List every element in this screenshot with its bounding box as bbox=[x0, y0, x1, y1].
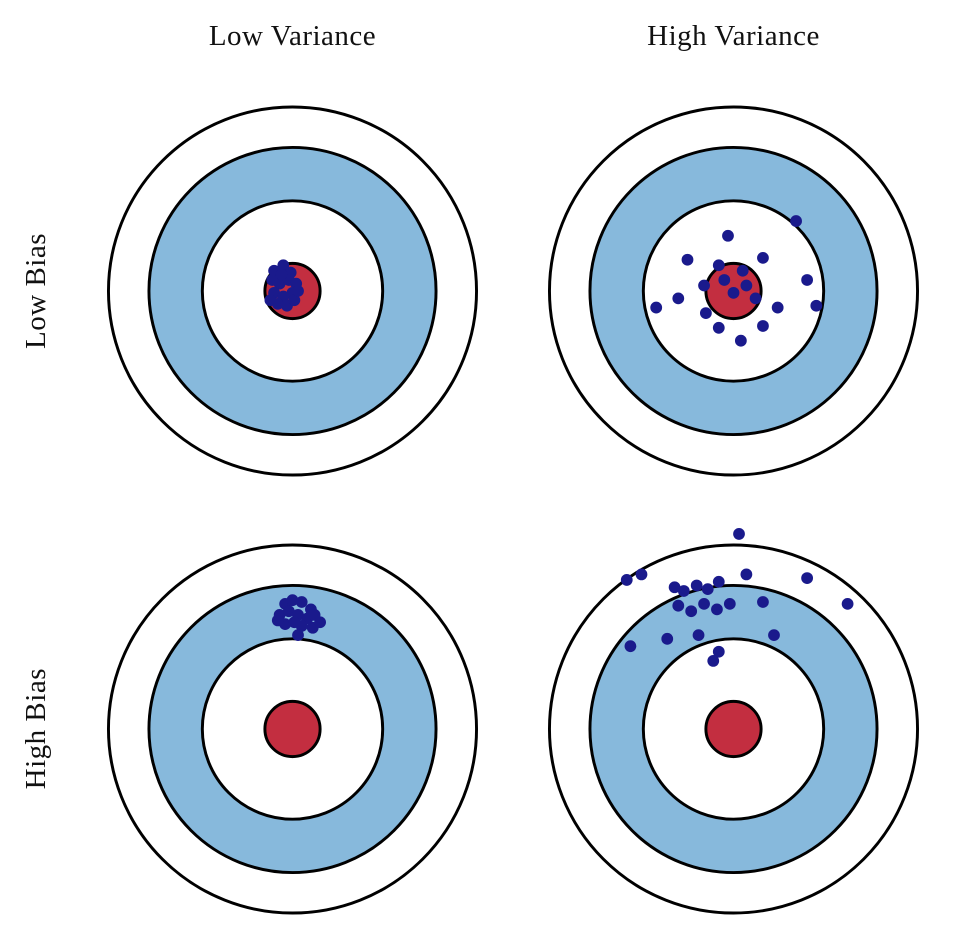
row-header-high-bias: High Bias bbox=[0, 510, 72, 948]
hit-dot bbox=[736, 264, 749, 277]
hit-dot bbox=[271, 614, 284, 627]
hit-dot bbox=[727, 286, 740, 299]
hit-dot bbox=[292, 629, 304, 642]
hit-dot bbox=[672, 292, 685, 305]
column-header-high-variance: High Variance bbox=[647, 19, 820, 52]
target-panel-low-bias-high-variance bbox=[513, 72, 954, 510]
hit-dot bbox=[810, 299, 823, 312]
hit-dot bbox=[681, 253, 694, 266]
hit-dot bbox=[292, 285, 304, 297]
hit-dot bbox=[712, 259, 725, 272]
target-high-bias-low-variance bbox=[106, 543, 479, 915]
hit-dot bbox=[650, 301, 663, 314]
grid-corner-spacer bbox=[0, 0, 72, 72]
hit-dot bbox=[264, 294, 277, 307]
hit-dot bbox=[712, 321, 725, 334]
hit-dot bbox=[757, 251, 769, 264]
hit-dot bbox=[701, 583, 714, 596]
hit-dot bbox=[749, 292, 762, 305]
hit-dot bbox=[712, 575, 725, 588]
target-panel-high-bias-high-variance bbox=[513, 510, 954, 948]
column-header-low-variance: Low Variance bbox=[208, 19, 377, 52]
target-panel-low-bias-low-variance bbox=[72, 72, 513, 510]
hit-dot bbox=[700, 307, 712, 319]
hit-dot bbox=[723, 597, 736, 610]
hit-dot bbox=[668, 581, 681, 594]
hit-dot bbox=[841, 597, 854, 610]
hit-dot bbox=[620, 574, 633, 586]
hit-dot bbox=[733, 528, 745, 540]
row-header-low-bias: Low Bias bbox=[0, 72, 72, 510]
hit-dot bbox=[677, 585, 690, 597]
target-panel-high-bias-low-variance bbox=[72, 510, 513, 948]
hit-dot bbox=[722, 229, 734, 242]
hit-dot bbox=[740, 279, 753, 292]
hit-dot bbox=[698, 279, 710, 292]
hit-dot bbox=[771, 301, 784, 314]
hit-dot bbox=[698, 597, 710, 610]
hit-dot bbox=[295, 596, 308, 608]
hit-dot bbox=[757, 596, 769, 608]
hit-dot bbox=[275, 268, 288, 281]
hit-dot bbox=[740, 568, 753, 581]
hit-dot bbox=[734, 334, 747, 347]
hit-dot bbox=[711, 603, 723, 616]
hit-dot bbox=[273, 277, 286, 290]
hit-dot bbox=[768, 629, 780, 642]
hit-dot bbox=[790, 215, 802, 227]
hit-dot bbox=[801, 274, 814, 286]
hit-dot bbox=[712, 645, 725, 658]
hit-dot bbox=[661, 632, 674, 645]
hit-dot bbox=[288, 294, 301, 307]
row-label-high-bias: High Bias bbox=[19, 668, 52, 790]
hit-dot bbox=[801, 572, 814, 584]
hit-dot bbox=[277, 259, 290, 272]
target-high-bias-high-variance bbox=[547, 528, 920, 915]
hit-dot bbox=[624, 640, 637, 653]
hit-dot bbox=[295, 620, 308, 632]
hit-dot bbox=[707, 655, 720, 667]
hit-dot bbox=[672, 599, 685, 612]
hit-dot bbox=[314, 616, 326, 629]
hit-dot bbox=[690, 579, 703, 592]
bullseye bbox=[263, 699, 322, 759]
hit-dot bbox=[685, 605, 698, 618]
hit-dot bbox=[718, 274, 731, 286]
target-low-bias-low-variance bbox=[106, 105, 479, 477]
bullseye bbox=[704, 699, 763, 759]
hit-dot bbox=[635, 568, 648, 581]
hit-dot bbox=[757, 320, 769, 332]
hit-dot bbox=[282, 605, 295, 618]
row-label-low-bias: Low Bias bbox=[19, 233, 52, 349]
hit-dot bbox=[692, 629, 705, 642]
target-low-bias-high-variance bbox=[547, 105, 920, 477]
hit-dot bbox=[286, 594, 299, 607]
